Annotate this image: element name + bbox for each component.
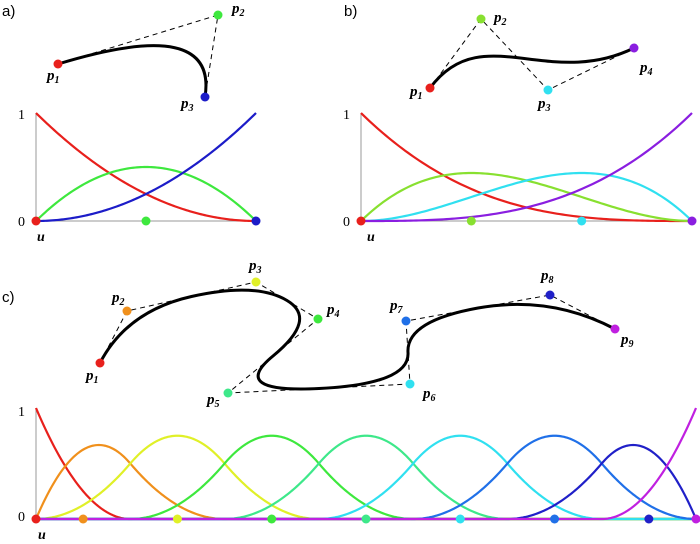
basis-function-a-3 — [35, 112, 257, 223]
basis-function-a-2 — [35, 165, 257, 222]
x-label-a: u — [37, 230, 45, 245]
control-point-label-c-7: p7 — [388, 298, 404, 316]
basis-point-b-2 — [466, 216, 476, 226]
y-tick-1-a: 1 — [18, 108, 25, 123]
panel-c-curve-diagram — [98, 281, 616, 394]
basis-function-c-6 — [36, 434, 696, 521]
basis-function-c-4 — [36, 434, 696, 521]
control-polygon-c — [99, 281, 616, 394]
control-point-a-1 — [53, 59, 63, 69]
control-point-label-b-2: p2 — [492, 10, 507, 28]
control-point-label-b-1: p1 — [408, 84, 423, 102]
control-point-b-1 — [425, 83, 435, 93]
basis-point-c-3 — [172, 514, 182, 524]
control-point-c-3 — [251, 277, 261, 287]
y-tick-0-b: 0 — [343, 215, 350, 230]
basis-function-c-7 — [36, 434, 697, 521]
control-point-c-5 — [223, 388, 233, 398]
basis-point-c-7 — [550, 514, 560, 524]
y-tick-1-c: 1 — [18, 405, 25, 420]
x-label-c: u — [38, 528, 46, 543]
control-point-label-a-1: p1 — [45, 68, 60, 86]
basis-function-c-3 — [35, 434, 696, 521]
control-point-label-a-2: p2 — [230, 1, 245, 19]
control-point-label-b-3: p3 — [536, 96, 551, 114]
control-point-label-c-3: p3 — [247, 258, 262, 276]
control-point-label-c-2: p2 — [110, 290, 125, 308]
x-label-b: u — [367, 230, 375, 245]
basis-point-c-1 — [31, 514, 41, 524]
basis-point-c-4 — [267, 514, 277, 524]
control-point-a-3 — [200, 92, 210, 102]
basis-point-b-3 — [577, 216, 587, 226]
basis-point-a-2 — [141, 216, 151, 226]
basis-point-c-5 — [361, 514, 371, 524]
basis-point-a-1 — [31, 216, 41, 226]
basis-function-c-5 — [36, 434, 696, 521]
control-polygon-b — [429, 18, 635, 91]
panel-b-basis-plot: 1 0 u — [343, 108, 697, 245]
panel-a-basis-plot: 1 0 u — [18, 108, 261, 245]
basis-point-b-1 — [356, 216, 366, 226]
basis-function-b-4 — [361, 112, 693, 223]
control-point-c-9 — [610, 324, 620, 334]
basis-function-c-8 — [36, 443, 698, 521]
basis-point-c-6 — [455, 514, 465, 524]
basis-function-b-1 — [360, 112, 692, 223]
control-point-label-b-4: p4 — [638, 60, 653, 78]
control-point-c-8 — [545, 290, 555, 300]
control-point-c-2 — [122, 306, 132, 316]
axes-c — [35, 408, 696, 520]
axes-b — [360, 113, 692, 222]
control-point-label-c-1: p1 — [84, 368, 99, 386]
panel-label-a: a) — [2, 3, 15, 20]
y-tick-0-a: 0 — [18, 215, 25, 230]
panel-c-basis-plot: 1 0 u — [18, 405, 700, 543]
control-point-c-7 — [401, 316, 411, 326]
panel-label-c: c) — [2, 289, 15, 306]
control-point-b-2 — [476, 14, 486, 24]
y-tick-0-c: 0 — [18, 510, 25, 525]
control-point-label-c-6: p6 — [421, 386, 436, 404]
basis-point-b-4 — [687, 216, 697, 226]
basis-function-c-2 — [34, 443, 696, 521]
basis-point-c-8 — [644, 514, 654, 524]
basis-function-c-1 — [34, 407, 696, 521]
basis-point-c-2 — [78, 514, 88, 524]
panel-a-curve-diagram — [57, 14, 219, 98]
control-point-b-3 — [543, 85, 553, 95]
bezier-curve-a — [57, 44, 208, 98]
control-point-b-4 — [629, 43, 639, 53]
y-tick-1-b: 1 — [343, 108, 350, 123]
control-point-label-a-3: p3 — [179, 96, 194, 114]
bezier-curve-b — [428, 46, 635, 89]
panel-label-b: b) — [344, 3, 357, 20]
control-point-label-c-4: p4 — [325, 302, 340, 320]
control-point-a-2 — [213, 10, 223, 20]
basis-point-c-9 — [691, 514, 700, 524]
basis-function-b-3 — [360, 171, 693, 223]
control-point-c-1 — [95, 358, 105, 368]
control-point-label-c-8: p8 — [539, 268, 554, 286]
control-point-label-c-9: p9 — [619, 332, 634, 350]
control-polygon-a — [57, 14, 219, 98]
basis-function-c-9 — [36, 407, 698, 521]
panel-b-curve-diagram — [428, 18, 635, 91]
bspline-curve-c — [98, 288, 616, 391]
control-point-c-4 — [313, 314, 323, 324]
basis-point-a-3 — [251, 216, 261, 226]
control-point-label-c-5: p5 — [205, 392, 220, 410]
control-point-c-6 — [405, 379, 415, 389]
